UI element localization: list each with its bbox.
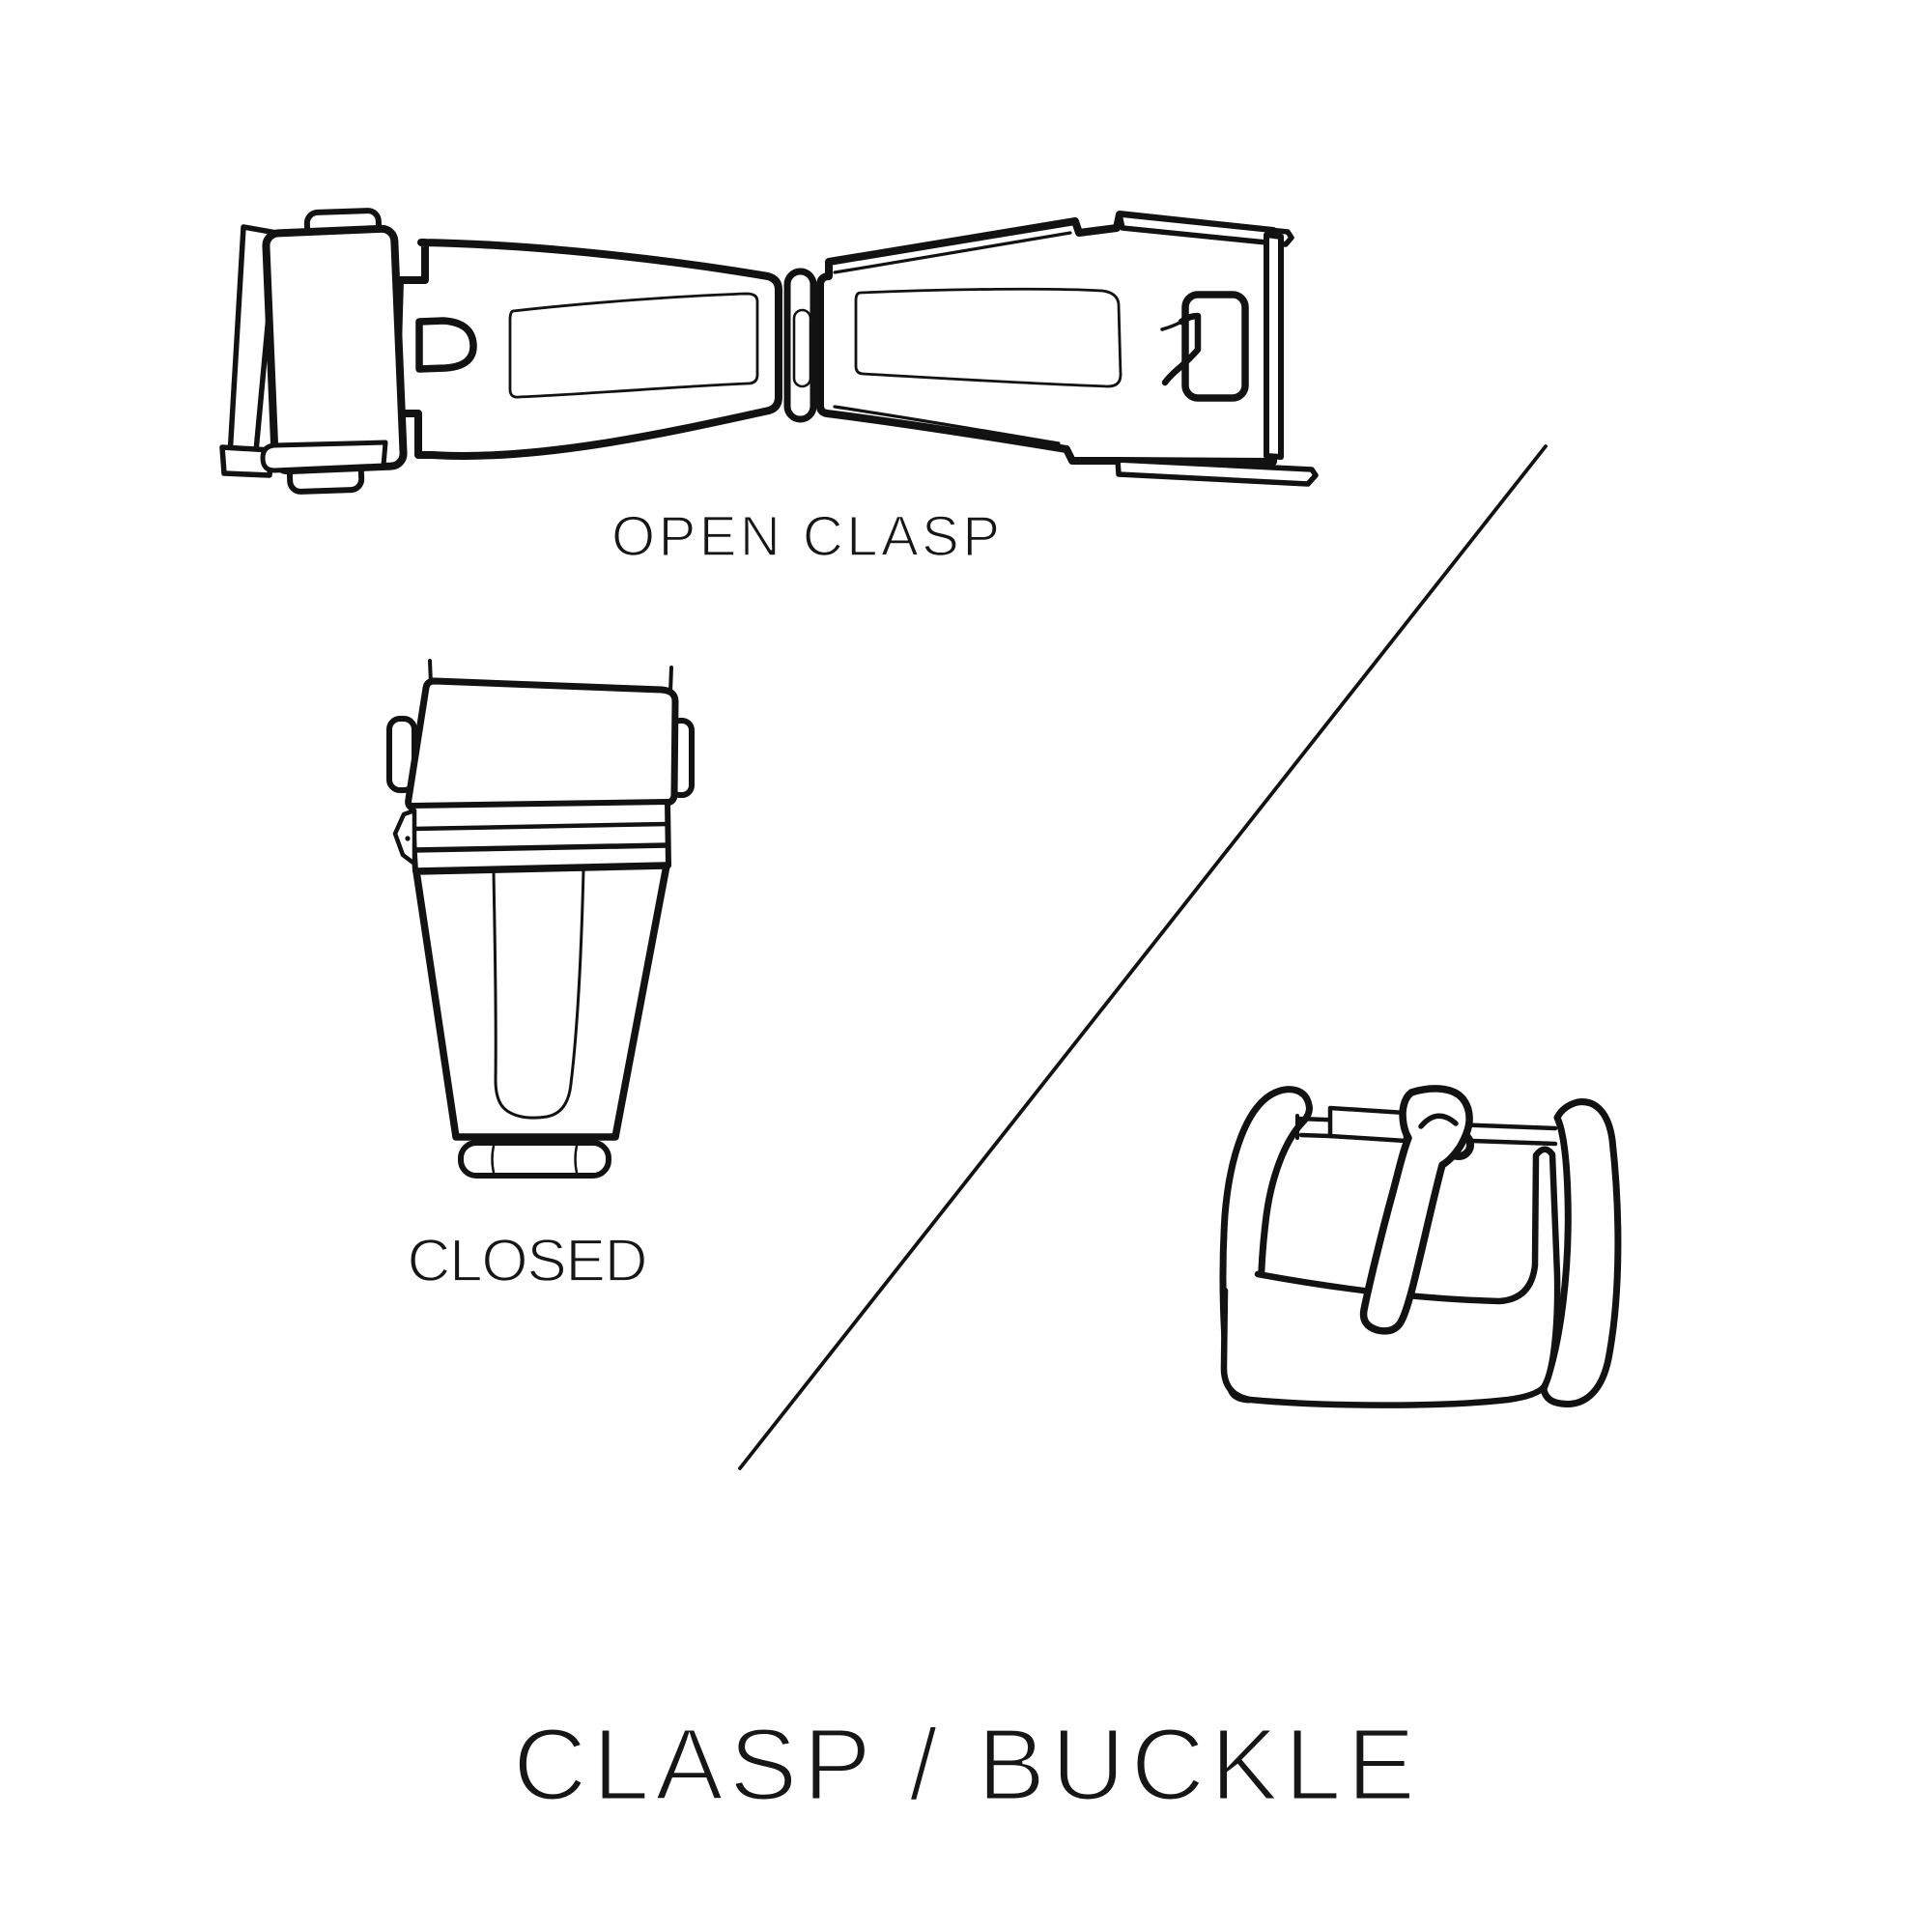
svg-text:CLASP / BUCKLE: CLASP / BUCKLE — [513, 1708, 1415, 1822]
svg-text:CLOSED: CLOSED — [408, 1228, 648, 1294]
svg-text:OPEN CLASP: OPEN CLASP — [611, 505, 1000, 568]
